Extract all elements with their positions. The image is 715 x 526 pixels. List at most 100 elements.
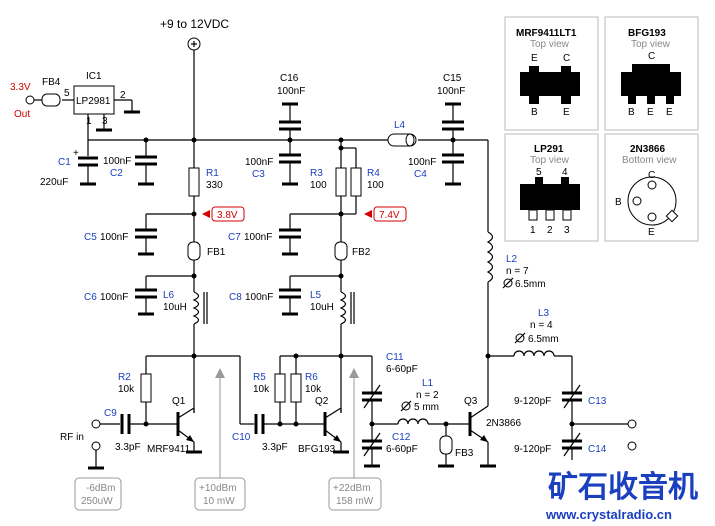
- ferrite-bead-icon: [41, 93, 61, 107]
- r6-resistor: [290, 373, 302, 403]
- svg-text:2: 2: [120, 90, 126, 101]
- svg-text:2N3866: 2N3866: [630, 144, 665, 155]
- l1-inductor: [397, 418, 429, 425]
- r3-resistor: [335, 167, 347, 197]
- q3-part: 2N3866: [486, 418, 521, 429]
- c10-label: C10: [232, 432, 251, 443]
- c9-value: 3.3pF: [115, 442, 141, 453]
- r3-label: R3: [310, 168, 323, 179]
- svg-text:LP291: LP291: [534, 144, 564, 155]
- svg-text:E: E: [648, 227, 655, 238]
- rf-input-terminal[interactable]: [91, 419, 101, 429]
- c12-value: 6-60pF: [386, 444, 418, 455]
- rf-output-terminal[interactable]: [627, 419, 637, 429]
- svg-text:+10dBm: +10dBm: [199, 483, 237, 494]
- svg-text:B: B: [531, 107, 538, 118]
- c4-value: 100nF: [408, 157, 436, 168]
- svg-text:10 mW: 10 mW: [203, 496, 235, 507]
- fb2-label: FB2: [352, 247, 371, 258]
- c1-value: 220uF: [40, 177, 68, 188]
- r1-label: R1: [206, 168, 219, 179]
- svg-text:3: 3: [102, 116, 108, 127]
- r1-value: 330: [206, 180, 223, 191]
- l3-n: n = 4: [530, 320, 553, 331]
- svg-text:E: E: [666, 107, 673, 118]
- fb4-out: Out: [14, 109, 30, 120]
- r6-label: R6: [305, 372, 318, 383]
- svg-text:C: C: [648, 51, 655, 62]
- svg-text:158 mW: 158 mW: [336, 496, 374, 507]
- svg-text:Bottom view: Bottom view: [622, 155, 677, 166]
- svg-text:2: 2: [547, 225, 553, 236]
- rf-in-label: RF in: [60, 432, 84, 443]
- level-arrow-icon: [349, 368, 359, 378]
- c1-label: C1: [58, 157, 71, 168]
- svg-text:+22dBm: +22dBm: [333, 483, 371, 494]
- svg-text:7.4V: 7.4V: [379, 210, 400, 221]
- r2-resistor: [140, 373, 152, 403]
- svg-text:E: E: [531, 53, 538, 64]
- c8-label: C8: [229, 292, 242, 303]
- l3-inductor: [513, 350, 555, 357]
- package-bfg193: BFG193 Top view C B E E: [604, 16, 699, 131]
- c5-label: C5: [84, 232, 97, 243]
- c14-value: 9-120pF: [514, 444, 551, 455]
- l3-label: L3: [538, 308, 550, 319]
- svg-text:5: 5: [64, 88, 70, 99]
- l2-n: n = 7: [506, 266, 529, 277]
- c15-value: 100nF: [437, 86, 465, 97]
- svg-text:Top view: Top view: [530, 39, 570, 50]
- svg-text:250uW: 250uW: [81, 496, 113, 507]
- r2-value: 10k: [118, 384, 135, 395]
- l1-label: L1: [422, 378, 434, 389]
- r4-resistor: [350, 167, 362, 197]
- level-box-stage1: [194, 477, 246, 511]
- ic1-body: [73, 85, 115, 115]
- l5-label: L5: [310, 290, 322, 301]
- q2-label: Q2: [315, 396, 329, 407]
- svg-text:Top view: Top view: [530, 155, 570, 166]
- voltage-badge-q1: [211, 206, 245, 222]
- svg-text:C: C: [563, 53, 570, 64]
- l6-value: 10uH: [163, 302, 187, 313]
- r4-label: R4: [367, 168, 380, 179]
- c6-value: 100nF: [100, 292, 128, 303]
- voltage-badge-q2: [373, 206, 407, 222]
- svg-text:Top view: Top view: [631, 39, 671, 50]
- l5-value: 10uH: [310, 302, 334, 313]
- l1-n: n = 2: [416, 390, 439, 401]
- c8-value: 100nF: [245, 292, 273, 303]
- ic1-part: LP2981: [76, 96, 111, 107]
- c13-label: C13: [588, 396, 607, 407]
- watermark-chinese: 矿石收音机: [548, 470, 698, 505]
- q1-label: Q1: [172, 396, 186, 407]
- c3-value: 100nF: [245, 157, 273, 168]
- svg-text:BFG193: BFG193: [628, 28, 666, 39]
- c2-value: 100nF: [103, 156, 131, 167]
- output-terminal[interactable]: [25, 95, 35, 105]
- l2-label: L2: [506, 254, 518, 265]
- r1-resistor: [188, 167, 200, 197]
- svg-text:B: B: [628, 107, 635, 118]
- c5-value: 100nF: [100, 232, 128, 243]
- r4-value: 100: [367, 180, 384, 191]
- l6-inductor: [192, 291, 200, 325]
- c7-value: 100nF: [244, 232, 272, 243]
- svg-text:5: 5: [536, 167, 542, 178]
- svg-text:E: E: [647, 107, 654, 118]
- r5-label: R5: [253, 372, 266, 383]
- c16-label: C16: [280, 73, 299, 84]
- r3-value: 100: [310, 180, 327, 191]
- l6-label: L6: [163, 290, 175, 301]
- q3-label: Q3: [464, 396, 478, 407]
- svg-text:3.8V: 3.8V: [217, 210, 238, 221]
- level-box-stage2: [328, 477, 382, 511]
- svg-text:-6dBm: -6dBm: [86, 483, 115, 494]
- svg-text:4: 4: [562, 167, 568, 178]
- c11-label: C11: [386, 352, 404, 363]
- svg-text:3: 3: [564, 225, 570, 236]
- l1-d: 5 mm: [414, 402, 439, 413]
- r5-value: 10k: [253, 384, 270, 395]
- ferrite-bead-icon: [334, 241, 348, 261]
- r6-value: 10k: [305, 384, 322, 395]
